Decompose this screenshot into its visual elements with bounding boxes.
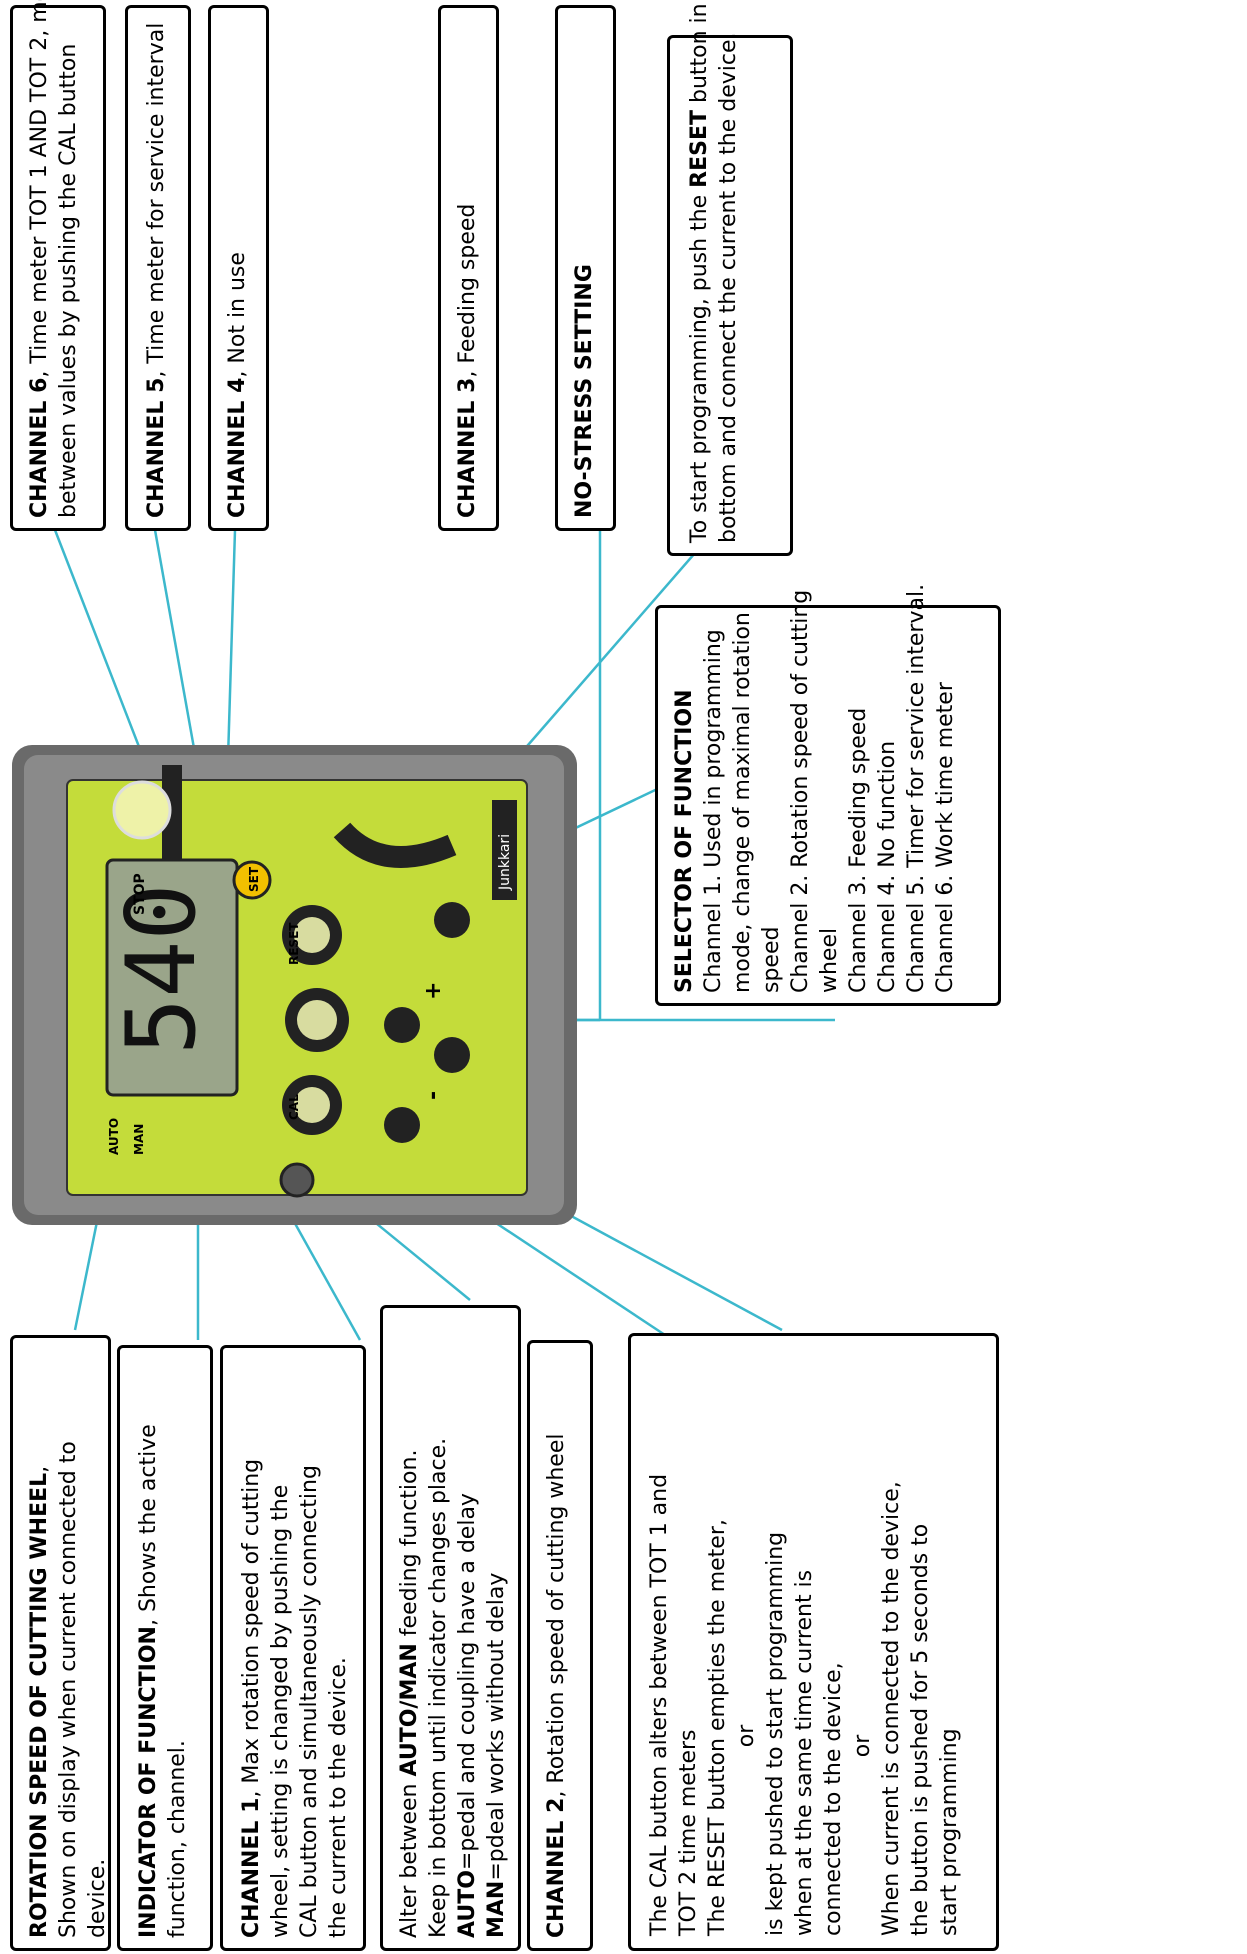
cal-line: When current is connected to the device,	[879, 1481, 904, 1936]
automan-1a: Alter between	[397, 1777, 422, 1939]
indicator-text-2: function, channel.	[165, 1740, 190, 1938]
channel-6-text-2: between values by pushing the CAL button	[56, 44, 81, 518]
stop-light	[114, 782, 170, 838]
selector-knob-center	[297, 1000, 337, 1040]
selector-line: Channel 3. Feeding speed	[846, 708, 871, 993]
channel-2-title: CHANNEL 2	[544, 1798, 569, 1938]
channel-1-text-3: CAL button and simultaneously connecting	[297, 1465, 322, 1938]
control-device: 540 STOP RESET SET CAL AUTO MAN Junkkari…	[12, 725, 577, 1245]
man-label: MAN	[132, 1124, 146, 1155]
callout-channel-5: CHANNEL 5, Time meter for service interv…	[125, 5, 191, 531]
selector-line: speed	[759, 927, 784, 993]
cal-line: TOT 2 time meters	[676, 1729, 701, 1936]
automan-3b: =pedal and coupling have a delay	[455, 1493, 480, 1870]
channel-6-text-1: , Time meter TOT 1 AND TOT 2, move	[27, 0, 52, 378]
start-text-2: bottom and connect the current to the de…	[716, 32, 741, 543]
selector-line: wheel	[817, 928, 842, 993]
channel-5-text: , Time meter for service interval	[144, 23, 169, 378]
channel-3-title: CHANNEL 3	[455, 378, 480, 518]
channel-1-text-1: , Max rotation speed of cutting	[239, 1459, 264, 1798]
cal-line: start programming	[937, 1728, 962, 1936]
cal-label: CAL	[287, 1094, 301, 1120]
channel-5-title: CHANNEL 5	[144, 378, 169, 518]
selector-line: mode, change of maximal rotation	[730, 612, 755, 993]
down-knob	[434, 1037, 470, 1073]
automan-3a: AUTO	[455, 1870, 480, 1938]
selector-line: Channel 4. No function	[875, 741, 900, 993]
cal-line: the button is pushed for 5 seconds to	[908, 1524, 933, 1936]
cal-line: when at the same time current is	[792, 1570, 817, 1936]
cal-or: or	[850, 1735, 875, 1758]
callout-start-programming: To start programming, push the RESET but…	[667, 35, 793, 556]
reset-label: RESET	[287, 923, 301, 965]
channel-4-text: , Not in use	[225, 252, 250, 378]
plus-knob	[384, 1007, 420, 1043]
channel-1-title: CHANNEL 1	[239, 1798, 264, 1938]
start-text-1c: button in	[687, 3, 712, 110]
selector-line: Channel 1. Used in programming	[701, 629, 726, 993]
cal-line: The RESET button empties the meter,	[705, 1519, 730, 1936]
rotation-text-3: device.	[85, 1859, 110, 1938]
automan-1b: AUTO/MAN	[397, 1643, 422, 1776]
rotation-text-2: Shown on display when current connected …	[56, 1441, 81, 1938]
callout-rotation-speed: ROTATION SPEED OF CUTTING WHEEL, Shown o…	[10, 1335, 111, 1951]
auto-man-button	[281, 1164, 313, 1196]
channel-6-title: CHANNEL 6	[27, 378, 52, 518]
callout-no-stress: NO-STRESS SETTING	[555, 5, 616, 531]
channel-2-text: , Rotation speed of cutting wheel	[544, 1434, 569, 1798]
cal-line: The CAL button alters between TOT 1 and	[647, 1474, 672, 1936]
channel-1-text-4: the current to the device.	[326, 1657, 351, 1938]
callout-auto-man: Alter between AUTO/MAN feeding function.…	[380, 1305, 521, 1951]
callout-cal-reset: The CAL button alters between TOT 1 and …	[628, 1333, 999, 1951]
callout-channel-2: CHANNEL 2, Rotation speed of cutting whe…	[527, 1340, 593, 1951]
automan-4b: =pdeal works without delay	[484, 1573, 509, 1881]
channel-1-text-2: wheel, setting is changed by pushing the	[268, 1485, 293, 1938]
rotation-text-1: ,	[27, 1466, 52, 1473]
display-value: 540	[107, 883, 217, 1055]
callout-channel-1: CHANNEL 1, Max rotation speed of cutting…	[220, 1345, 366, 1951]
channel-4-title: CHANNEL 4	[225, 378, 250, 518]
automan-2: Keep in bottom until indicator changes p…	[426, 1438, 451, 1938]
automan-1c: feeding function.	[397, 1450, 422, 1644]
callout-channel-3: CHANNEL 3, Feeding speed	[438, 5, 499, 531]
cal-line: connected to the device,	[821, 1662, 846, 1936]
cal-line: is kept pushed to start programming	[763, 1532, 788, 1936]
indicator-title: INDICATOR OF FUNCTION	[136, 1626, 161, 1938]
cal-or: or	[734, 1725, 759, 1748]
device-body	[12, 725, 577, 1245]
selector-title: SELECTOR OF FUNCTION	[672, 689, 697, 993]
automan-4a: MAN	[484, 1881, 509, 1938]
brand-label: Junkkari	[497, 834, 513, 890]
minus-knob	[384, 1107, 420, 1143]
selector-line: Channel 5. Timer for service interval.	[904, 584, 929, 993]
minus-label: -	[422, 1091, 446, 1100]
selector-line: Channel 6. Work time meter	[933, 682, 958, 993]
callout-indicator-of-function: INDICATOR OF FUNCTION, Shows the active …	[117, 1345, 213, 1951]
stop-label: STOP	[132, 873, 148, 915]
selector-line: Channel 2. Rotation speed of cutting	[788, 590, 813, 993]
callout-channel-6: CHANNEL 6, Time meter TOT 1 AND TOT 2, m…	[10, 5, 106, 531]
start-text-1b: RESET	[687, 110, 712, 188]
channel-3-text: , Feeding speed	[455, 204, 480, 378]
callout-selector-of-function: SELECTOR OF FUNCTION Channel 1. Used in …	[655, 605, 1001, 1006]
auto-label: AUTO	[107, 1118, 121, 1155]
plus-label: +	[422, 982, 446, 1000]
indicator-text-1: , Shows the active	[136, 1424, 161, 1626]
callout-channel-4: CHANNEL 4, Not in use	[208, 5, 269, 531]
set-label: SET	[247, 867, 261, 892]
start-text-1a: To start programming, push the	[687, 188, 712, 543]
no-stress-title: NO-STRESS SETTING	[572, 264, 597, 518]
rotation-title: ROTATION SPEED OF CUTTING WHEEL	[27, 1473, 52, 1938]
up-knob	[434, 902, 470, 938]
